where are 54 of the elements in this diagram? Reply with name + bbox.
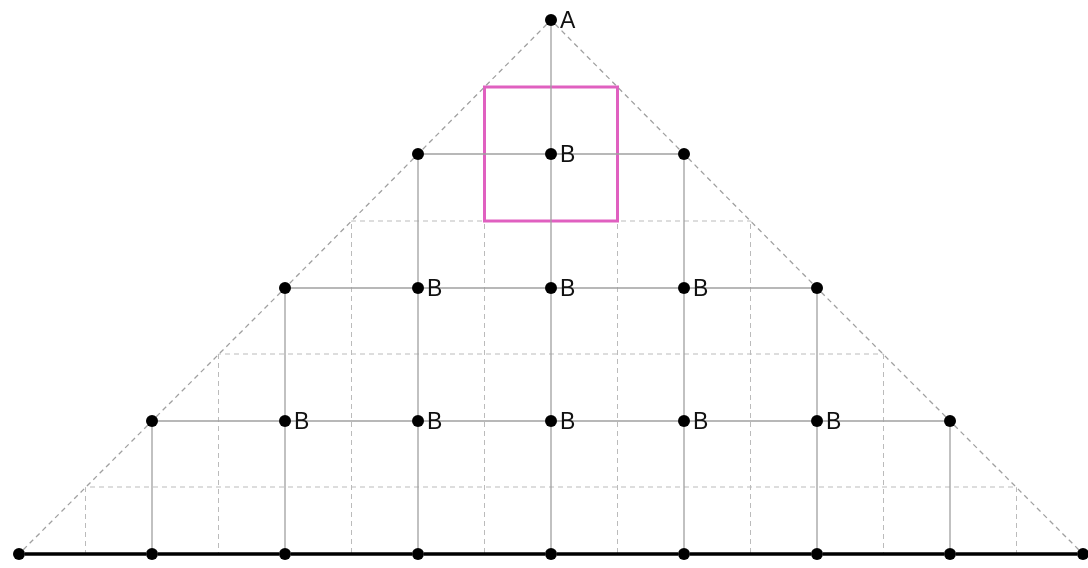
line-segment [25,552,146,556]
line-segment [689,287,812,289]
point-label: B [427,407,443,435]
point-label: B [693,274,709,302]
line-segment [683,293,685,416]
line-segment [291,552,412,556]
point-label: B [560,274,576,302]
point-label: A [560,6,576,34]
line-segment [284,426,286,549]
line-segment [417,293,419,416]
dashed-line [820,291,947,418]
line-segment [158,552,279,556]
line-segment [823,552,944,556]
line-segment [683,159,685,283]
line-segment [550,159,552,283]
line-segment [423,153,546,155]
line-segment [290,420,413,422]
line-segment [417,426,419,549]
line-segment [550,25,552,149]
dashed-line [953,424,1080,551]
line-segment [290,287,413,289]
line-segment [690,552,811,556]
line-segment [556,420,679,422]
line-segment [151,426,153,549]
line-segment [157,420,280,422]
line-segment [550,293,552,416]
point-label: B [427,274,443,302]
dashed-line [687,157,814,285]
line-segment [816,426,818,549]
line-segment [423,287,546,289]
dashed-line [421,23,548,151]
line-segment [557,552,678,556]
line-segment [550,426,552,549]
line-segment [683,426,685,549]
line-segment [424,552,545,556]
point-label: B [826,407,842,435]
point-label: B [294,407,310,435]
line-segment [956,552,1077,556]
line-segment [949,426,951,549]
line-segment [423,420,546,422]
line-segment [816,293,818,416]
line-segment [284,293,286,416]
line-segment [822,420,945,422]
line-segment [689,420,812,422]
dashed-line [288,157,415,285]
point-label: B [560,140,576,168]
dashed-line [22,424,149,551]
point-label: B [560,407,576,435]
point-label: B [693,407,709,435]
line-segment [556,153,679,155]
dashed-line [554,23,681,151]
line-segment [556,287,679,289]
line-segment [417,159,419,283]
dashed-line [155,291,282,418]
